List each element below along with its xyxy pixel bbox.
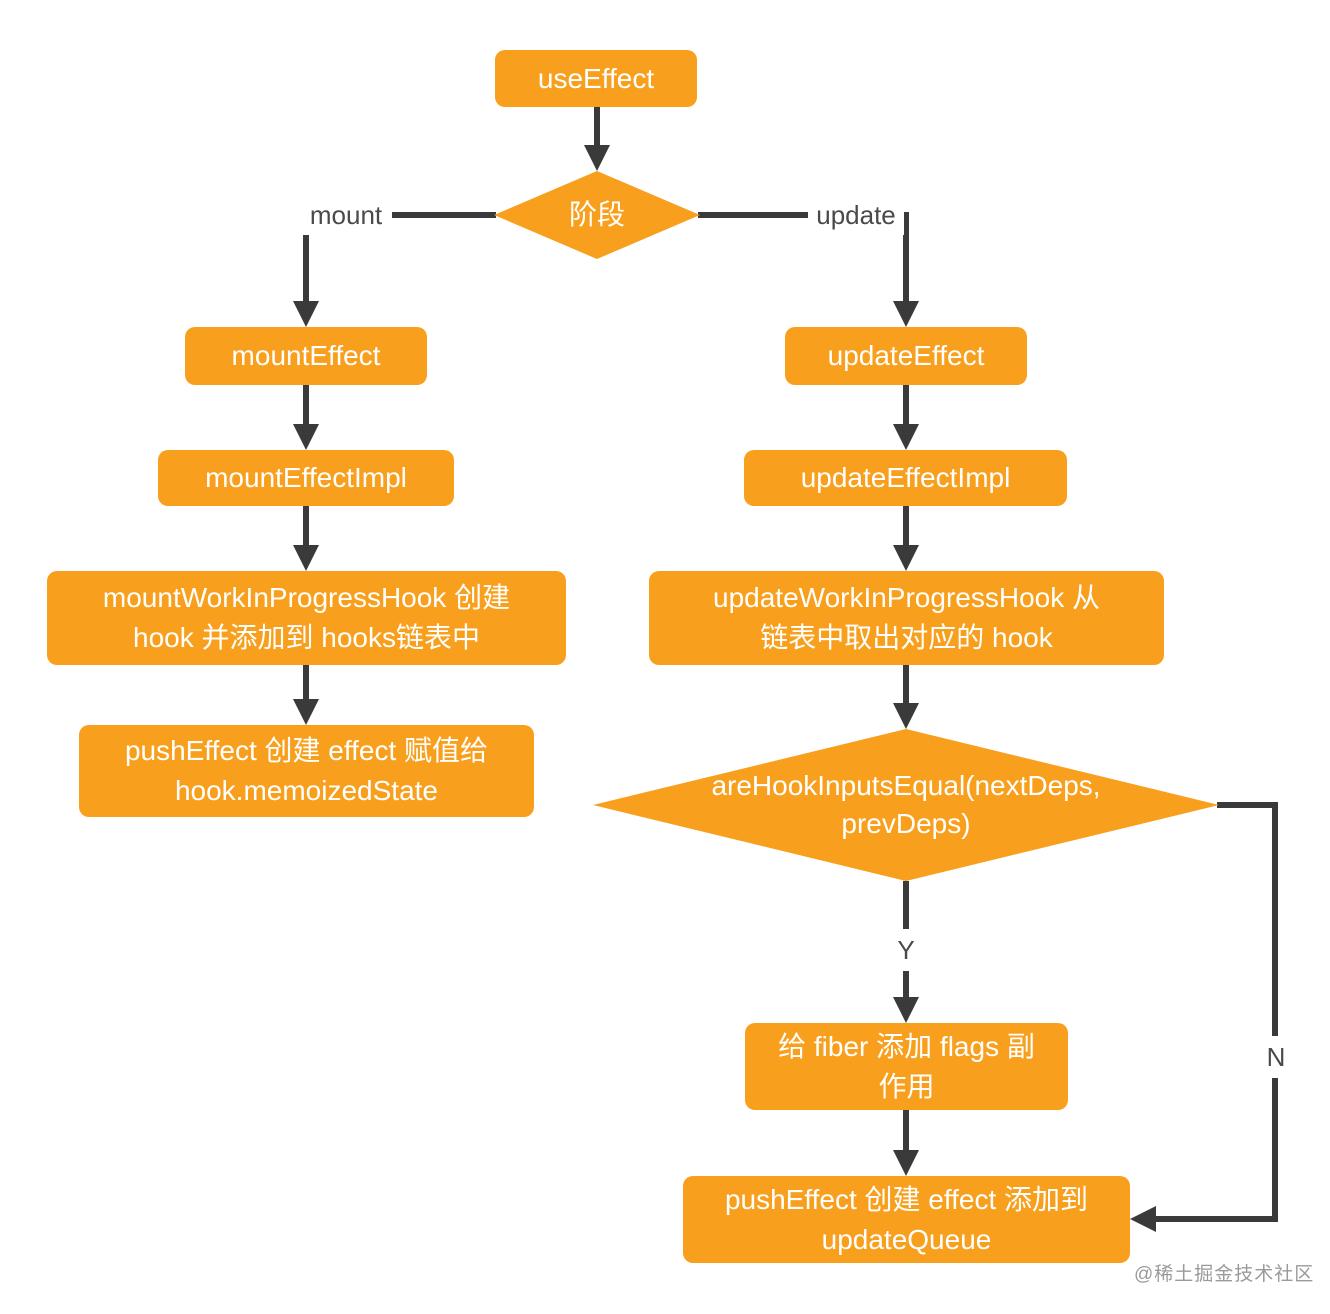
- arrowhead-mounteffect-to-impl: [293, 424, 319, 450]
- are-hook-inputs-equal-diamond-shape: [593, 729, 1219, 881]
- node-update-wip-hook-label: updateWorkInProgressHook 从链表中取出对应的 hook: [713, 582, 1100, 653]
- node-phase-decision: 阶段: [494, 171, 700, 259]
- node-push-effect-mount-label: pushEffect 创建 effect 赋值给 hook.memoizedSt…: [124, 735, 489, 806]
- phase-diamond-shape: [494, 171, 700, 259]
- node-add-fiber-flags: 给 fiber 添加 flags 副作用: [745, 1023, 1068, 1110]
- node-mount-effect-label: mountEffect: [231, 340, 381, 371]
- edge-label-yes: Y: [889, 929, 923, 971]
- arrowhead-yes-to-addflags: [893, 997, 919, 1023]
- arrowhead-updateeffect-to-impl: [893, 424, 919, 450]
- arrowhead-useeffect-to-phase: [584, 145, 610, 171]
- arrowhead-updateimpl-to-updatewip: [893, 545, 919, 571]
- node-mount-work-in-progress-hook: mountWorkInProgressHook 创建 hook 并添加到 hoo…: [47, 571, 566, 665]
- node-mount-effect-impl-label: mountEffectImpl: [205, 462, 407, 493]
- edge-label-yes-text: Y: [897, 934, 915, 965]
- edge-useeffect-to-phase: [594, 107, 600, 149]
- node-are-hook-inputs-equal-label: areHookInputsEqual(nextDeps, prevDeps): [711, 770, 1101, 839]
- edge-updateeffect-to-impl: [903, 385, 909, 425]
- arrowhead-mount-to-mounteffect: [293, 301, 319, 327]
- arrowhead-addflags-to-pusheffect: [893, 1150, 919, 1176]
- node-are-hook-inputs-equal-decision: areHookInputsEqual(nextDeps, prevDeps): [593, 729, 1219, 881]
- node-update-effect-impl-label: updateEffectImpl: [800, 462, 1011, 493]
- node-update-effect-impl: updateEffectImpl: [744, 450, 1067, 506]
- edge-label-mount: mount: [300, 195, 392, 235]
- edge-updatewip-to-diamond: [903, 665, 909, 705]
- arrowhead-update-to-updateeffect: [893, 301, 919, 327]
- arrowhead-updatewip-to-diamond: [893, 703, 919, 729]
- node-add-fiber-flags-label: 给 fiber 添加 flags 副作用: [778, 1030, 1035, 1102]
- edge-updateimpl-to-updatewip: [903, 506, 909, 546]
- edge-label-no-text: N: [1266, 1041, 1286, 1072]
- edge-phase-update-vertical: [903, 212, 909, 301]
- edge-addflags-to-pusheffect: [903, 1110, 909, 1152]
- edge-label-update: update: [808, 195, 904, 235]
- edge-diamond-yes-upper: [903, 881, 909, 931]
- node-phase-label: 阶段: [568, 199, 625, 230]
- node-mount-effect-impl: mountEffectImpl: [158, 450, 454, 506]
- edge-mounteffect-to-impl: [303, 385, 309, 425]
- node-use-effect-label: useEffect: [537, 62, 655, 94]
- edge-phase-update-horizontal: [698, 212, 906, 218]
- node-push-effect-mount: pushEffect 创建 effect 赋值给 hook.memoizedSt…: [79, 725, 534, 817]
- edge-diamond-no-vertical-upper: [1272, 802, 1278, 1038]
- arrowhead-no-to-pusheffect: [1130, 1206, 1156, 1232]
- edge-label-mount-text: mount: [309, 199, 383, 230]
- edge-diamond-no-vertical-lower: [1272, 1078, 1278, 1222]
- edge-phase-mount-horizontal: [306, 212, 496, 218]
- edge-diamond-no-horizontal-top: [1217, 802, 1278, 808]
- node-mount-wip-hook-label: mountWorkInProgressHook 创建 hook 并添加到 hoo…: [102, 582, 511, 653]
- edge-phase-mount-vertical: [303, 212, 309, 301]
- edge-diamond-no-horizontal-bottom: [1154, 1216, 1278, 1222]
- node-update-work-in-progress-hook: updateWorkInProgressHook 从链表中取出对应的 hook: [649, 571, 1164, 665]
- node-push-effect-update-label: pushEffect 创建 effect 添加到 updateQueue: [724, 1183, 1089, 1255]
- edge-label-update-text: update: [816, 199, 896, 230]
- node-use-effect: useEffect: [495, 50, 697, 107]
- node-mount-effect: mountEffect: [185, 327, 427, 385]
- watermark: @稀土掘金技术社区: [1134, 1264, 1315, 1285]
- edge-label-no: N: [1258, 1036, 1294, 1078]
- node-push-effect-update: pushEffect 创建 effect 添加到 updateQueue: [683, 1176, 1130, 1263]
- node-update-effect: updateEffect: [785, 327, 1027, 385]
- node-update-effect-label: updateEffect: [827, 340, 985, 371]
- edge-mountimpl-to-mountwip: [303, 506, 309, 546]
- arrowhead-mountimpl-to-mountwip: [293, 545, 319, 571]
- edge-diamond-yes-lower: [903, 971, 909, 999]
- edge-mountwip-to-pusheffect: [303, 665, 309, 701]
- arrowhead-mountwip-to-pusheffect: [293, 699, 319, 725]
